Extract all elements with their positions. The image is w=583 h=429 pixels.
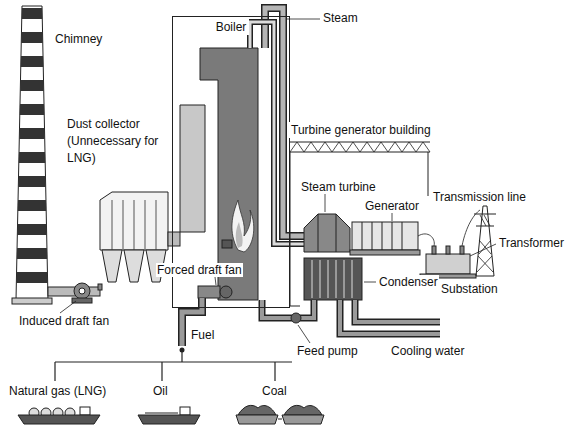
node-title: Turbine generator building <box>288 122 434 138</box>
cooling-water-pipe <box>340 300 440 334</box>
induced-draft-fan <box>48 283 100 313</box>
node-title: Boiler <box>213 19 250 35</box>
fuel-label: Coal <box>261 384 288 398</box>
part-label: Steam turbine <box>300 180 377 194</box>
lng-tanker <box>18 407 100 424</box>
steam-turbine <box>304 194 350 252</box>
part-label: Transmission line <box>432 190 527 204</box>
part-label: Transformer <box>498 236 565 250</box>
coal-barges <box>236 405 324 424</box>
part-label: Dust collector (Unnecessary for LNG) <box>66 116 160 166</box>
part-label: Induced draft fan <box>18 314 110 328</box>
transformer <box>418 210 496 278</box>
part-label: Substation <box>440 282 499 296</box>
oil-tanker <box>138 407 200 424</box>
chimney <box>10 6 55 304</box>
fuel-label: Natural gas (LNG) <box>8 384 107 398</box>
transmission-tower <box>474 206 496 276</box>
part-label: Condenser <box>378 275 439 289</box>
fuel-supply <box>55 348 292 382</box>
part-label: Steam <box>322 11 359 25</box>
part-label: Cooling water <box>390 344 465 358</box>
forced-draft-fan <box>182 277 232 346</box>
fuel-label: Oil <box>152 384 169 398</box>
part-label: Chimney <box>54 32 103 46</box>
building-heading: Turbine generator building <box>288 122 442 140</box>
part-label: Generator <box>364 199 420 213</box>
feed-water-pipe <box>262 300 314 343</box>
generator <box>350 213 420 255</box>
part-label: Forced draft fan <box>156 263 243 277</box>
condenser <box>304 258 376 300</box>
part-label: Fuel <box>190 328 215 342</box>
part-label: Feed pump <box>296 344 359 358</box>
